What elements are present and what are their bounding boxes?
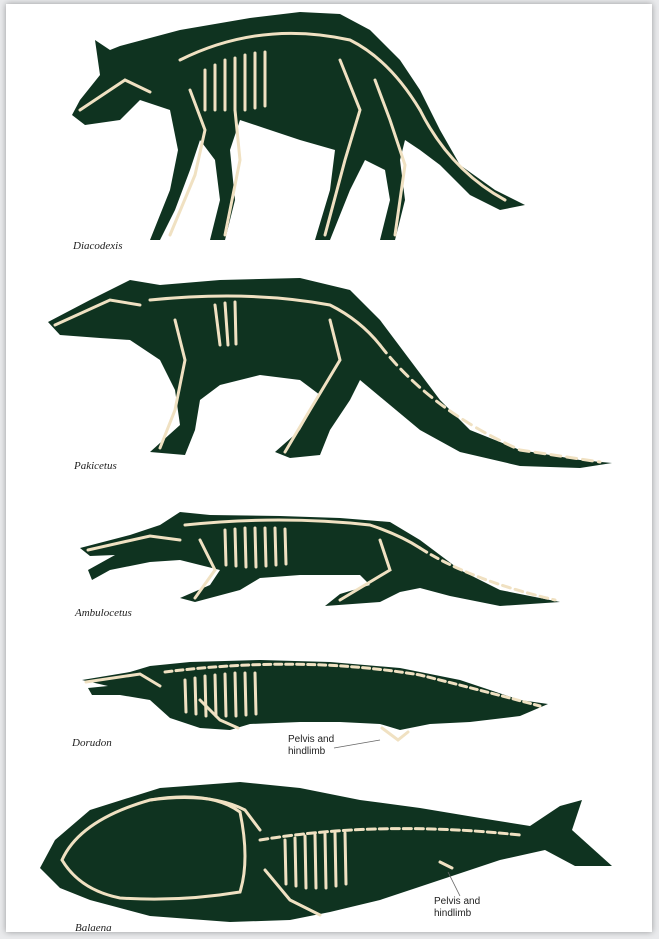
diacodexis-illustration [72, 12, 525, 240]
ambulocetus-illustration [80, 512, 560, 606]
species-label-dorudon: Dorudon [72, 737, 112, 749]
dorudon-pelvis-annotation: Pelvis and hindlimb [288, 734, 334, 758]
species-label-pakicetus: Pakicetus [74, 460, 117, 472]
balaena-pelvis-annotation: Pelvis and hindlimb [434, 896, 480, 920]
species-label-ambulocetus: Ambulocetus [75, 607, 132, 619]
pakicetus-illustration [48, 278, 612, 468]
balaena-illustration [40, 782, 612, 922]
species-label-diacodexis: Diacodexis [73, 240, 122, 252]
species-label-balaena: Balaena [75, 922, 112, 934]
